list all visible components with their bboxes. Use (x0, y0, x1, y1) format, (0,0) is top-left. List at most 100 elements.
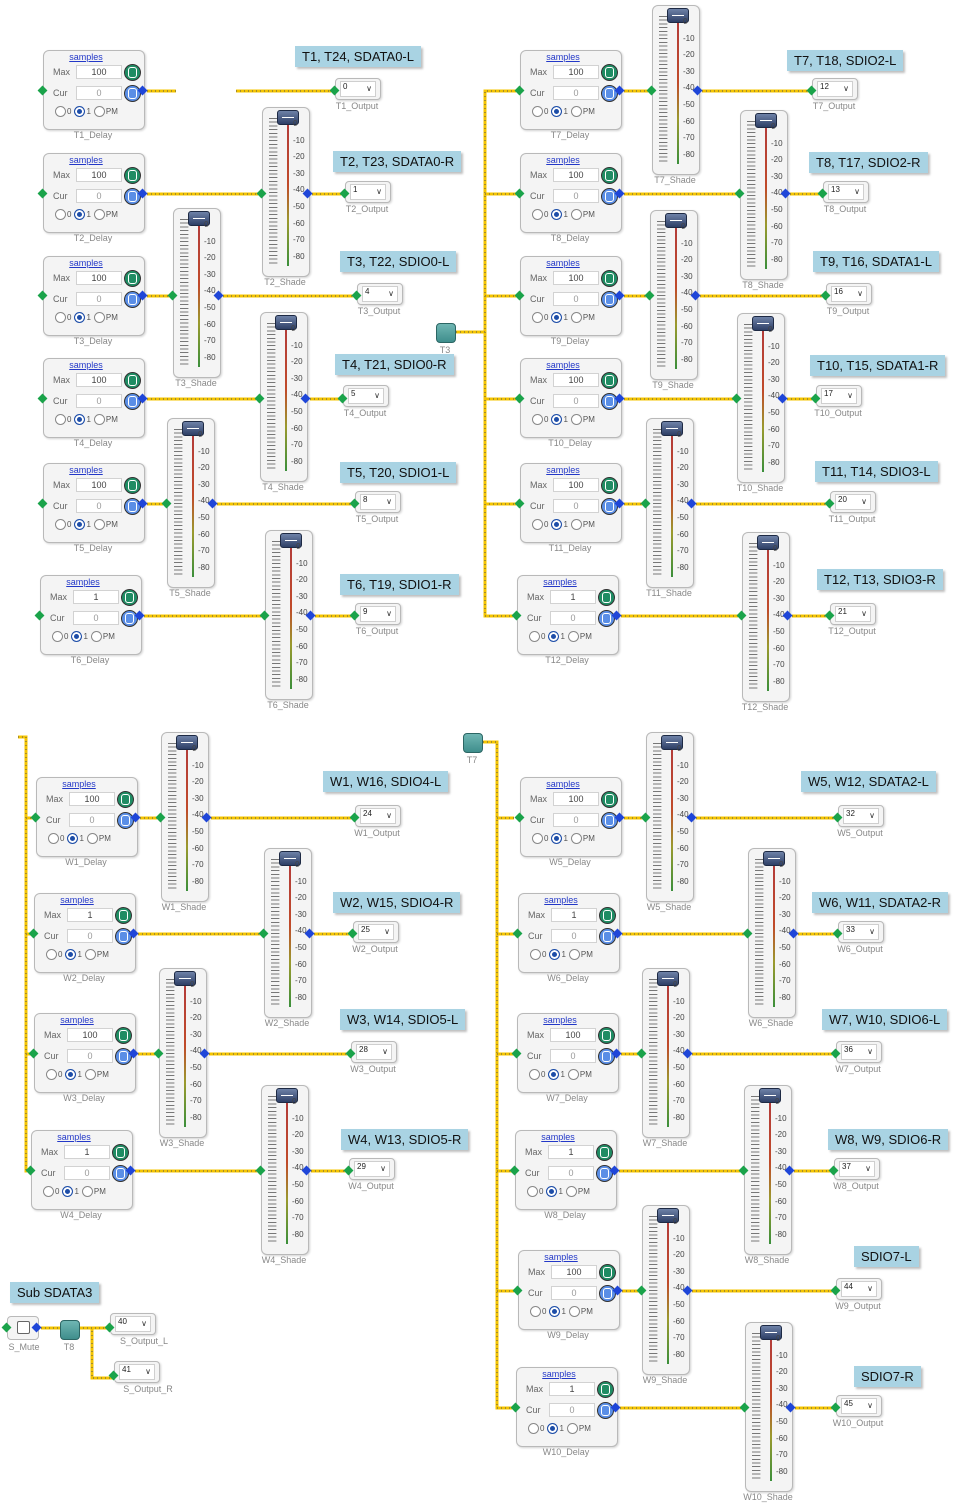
radio-pm[interactable] (84, 949, 96, 960)
fader-thumb[interactable] (667, 8, 689, 23)
w9-output-block[interactable]: 44∨ (836, 1278, 882, 1300)
cur-value[interactable]: 0 (553, 86, 599, 100)
samples-link[interactable]: samples (60, 1015, 94, 1025)
t2-output-block[interactable]: 1∨ (345, 181, 391, 203)
chevron-down-icon[interactable]: ∨ (386, 497, 392, 506)
max-knob-icon[interactable] (601, 64, 618, 81)
radio-pm[interactable] (568, 1306, 580, 1317)
max-value[interactable]: 1 (549, 1382, 595, 1396)
samples-link[interactable]: samples (546, 155, 580, 165)
radio-1[interactable] (65, 1069, 77, 1080)
output-select[interactable]: 33∨ (843, 924, 879, 940)
max-knob-icon[interactable] (601, 270, 618, 287)
fader-thumb[interactable] (760, 1325, 782, 1340)
samples-link[interactable]: samples (543, 577, 577, 587)
chevron-down-icon[interactable]: ∨ (386, 609, 392, 618)
max-knob-icon[interactable] (598, 1027, 615, 1044)
max-value[interactable]: 100 (553, 271, 599, 285)
radio-1[interactable] (65, 949, 77, 960)
radio-1[interactable] (74, 414, 86, 425)
radio-1[interactable] (74, 106, 86, 117)
cur-value[interactable]: 0 (69, 813, 115, 827)
max-value[interactable]: 100 (76, 373, 122, 387)
samples-link[interactable]: samples (544, 1252, 578, 1262)
radio-0[interactable] (532, 312, 543, 323)
max-value[interactable]: 100 (553, 792, 599, 806)
cur-knob-icon[interactable] (124, 498, 141, 515)
chevron-down-icon[interactable]: ∨ (141, 1319, 147, 1328)
cur-knob-icon[interactable] (121, 610, 138, 627)
radio-0[interactable] (48, 833, 59, 844)
cur-knob-icon[interactable] (601, 291, 618, 308)
cur-value[interactable]: 0 (549, 1403, 595, 1417)
max-knob-icon[interactable] (115, 907, 132, 924)
max-value[interactable]: 1 (67, 908, 113, 922)
fader-thumb[interactable] (657, 971, 679, 986)
radio-0[interactable] (43, 1186, 54, 1197)
max-value[interactable]: 100 (553, 168, 599, 182)
radio-pm[interactable] (93, 209, 105, 220)
chevron-down-icon[interactable]: ∨ (867, 1284, 873, 1293)
t9-output-block[interactable]: 16∨ (826, 283, 872, 305)
radio-pm[interactable] (566, 1423, 578, 1434)
t1-output-block[interactable]: 0∨ (335, 78, 381, 100)
cur-knob-icon[interactable] (601, 85, 618, 102)
max-value[interactable]: 1 (73, 590, 119, 604)
radio-pm[interactable] (93, 414, 105, 425)
chevron-down-icon[interactable]: ∨ (382, 1047, 388, 1056)
t11-output-block[interactable]: 20∨ (830, 491, 876, 513)
radio-0[interactable] (527, 1186, 538, 1197)
chevron-down-icon[interactable]: ∨ (857, 289, 863, 298)
output-select[interactable]: 44∨ (841, 1281, 877, 1297)
cur-knob-icon[interactable] (124, 393, 141, 410)
output-select[interactable]: 21∨ (835, 606, 871, 622)
output-select[interactable]: 25∨ (358, 924, 394, 940)
output-select[interactable]: 12∨ (817, 81, 853, 97)
radio-pm[interactable] (93, 106, 105, 117)
cur-knob-icon[interactable] (601, 812, 618, 829)
max-value[interactable]: 1 (64, 1145, 110, 1159)
max-value[interactable]: 100 (69, 792, 115, 806)
chevron-down-icon[interactable]: ∨ (388, 289, 394, 298)
radio-pm[interactable] (90, 631, 102, 642)
w6-output-block[interactable]: 33∨ (838, 921, 884, 943)
max-knob-icon[interactable] (599, 907, 616, 924)
cur-value[interactable]: 0 (553, 292, 599, 306)
fader-thumb[interactable] (661, 735, 683, 750)
fader-thumb[interactable] (757, 535, 779, 550)
radio-0[interactable] (529, 631, 540, 642)
max-value[interactable]: 100 (551, 1265, 597, 1279)
radio-1[interactable] (549, 949, 561, 960)
samples-link[interactable]: samples (69, 360, 103, 370)
max-value[interactable]: 100 (76, 168, 122, 182)
chevron-down-icon[interactable]: ∨ (869, 811, 875, 820)
radio-1[interactable] (62, 1186, 74, 1197)
max-knob-icon[interactable] (596, 1144, 613, 1161)
samples-link[interactable]: samples (69, 465, 103, 475)
radio-pm[interactable] (570, 209, 582, 220)
radio-1[interactable] (548, 631, 560, 642)
cur-value[interactable]: 0 (553, 394, 599, 408)
output-select[interactable]: 17∨ (821, 388, 857, 404)
output-select[interactable]: 36∨ (841, 1044, 877, 1060)
max-knob-icon[interactable] (601, 372, 618, 389)
radio-0[interactable] (52, 631, 63, 642)
splitter-t8[interactable] (60, 1320, 80, 1340)
samples-link[interactable]: samples (69, 258, 103, 268)
mute-checkbox[interactable] (17, 1321, 30, 1334)
fader-thumb[interactable] (279, 851, 301, 866)
fader-thumb[interactable] (182, 421, 204, 436)
samples-link[interactable]: samples (60, 895, 94, 905)
cur-knob-icon[interactable] (124, 291, 141, 308)
cur-value[interactable]: 0 (64, 1166, 110, 1180)
t7-output-block[interactable]: 12∨ (812, 78, 858, 100)
fader-thumb[interactable] (657, 1208, 679, 1223)
fader-thumb[interactable] (763, 851, 785, 866)
samples-link[interactable]: samples (544, 895, 578, 905)
w3-output-block[interactable]: 28∨ (351, 1041, 397, 1063)
max-value[interactable]: 100 (67, 1028, 113, 1042)
max-knob-icon[interactable] (124, 477, 141, 494)
cur-knob-icon[interactable] (112, 1165, 129, 1182)
fader-thumb[interactable] (755, 113, 777, 128)
output-select[interactable]: 1∨ (350, 184, 386, 200)
